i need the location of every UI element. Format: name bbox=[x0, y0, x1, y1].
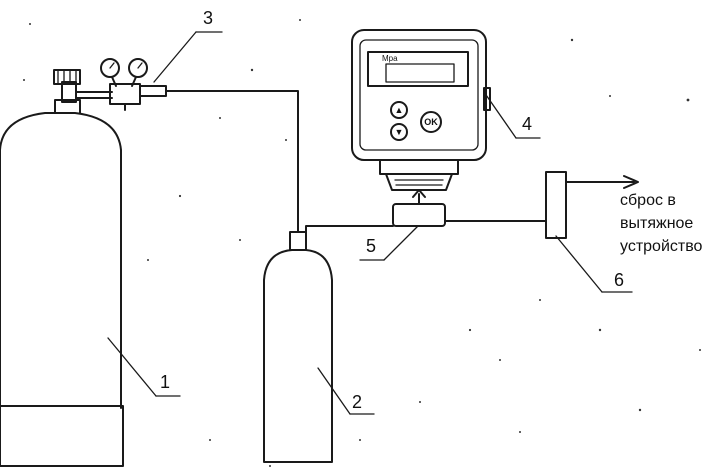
sensor-collar bbox=[379, 159, 459, 175]
label-3: 3 bbox=[203, 8, 213, 28]
label-5: 5 bbox=[366, 236, 376, 256]
display-screen bbox=[385, 63, 455, 83]
ok-button-label: OK bbox=[424, 117, 438, 127]
flow-cell-body bbox=[392, 203, 446, 227]
exhaust-text-line2: вытяжное bbox=[620, 215, 693, 232]
leader-4 bbox=[483, 91, 517, 139]
tube-vessel-to-cell bbox=[305, 225, 394, 241]
reducer-body bbox=[109, 83, 141, 105]
tube-reducer-to-vessel bbox=[165, 90, 299, 233]
leader-5 bbox=[383, 225, 419, 261]
exhaust-column bbox=[545, 171, 639, 239]
up-button bbox=[390, 101, 408, 119]
exhaust-text-line3: устройство bbox=[620, 238, 703, 255]
analyzer-housing bbox=[351, 29, 487, 161]
analyzer-brand: Мра bbox=[382, 54, 398, 63]
leader-2 bbox=[317, 367, 351, 415]
flow-cell bbox=[392, 189, 446, 227]
valve-handwheel bbox=[53, 69, 81, 85]
gas-analyzer: Мра ▲ ▼ OK bbox=[351, 29, 491, 191]
vessel-body bbox=[263, 249, 333, 463]
ok-button bbox=[420, 111, 442, 133]
label-1: 1 bbox=[160, 372, 170, 392]
leader-3 bbox=[153, 31, 197, 83]
exhaust-text-line1: сброс в bbox=[620, 192, 676, 209]
up-button-icon: ▲ bbox=[395, 105, 404, 115]
cylinder-body bbox=[0, 112, 122, 409]
down-button bbox=[390, 123, 408, 141]
vessel-fitting bbox=[289, 231, 307, 251]
sensor-head bbox=[385, 173, 453, 191]
gauge-left-icon bbox=[100, 58, 120, 78]
scan-noise bbox=[23, 19, 701, 467]
pressure-reducer bbox=[75, 58, 167, 111]
leader-6 bbox=[555, 235, 603, 293]
analyzer-display bbox=[367, 51, 469, 87]
cylinder-neck bbox=[54, 99, 81, 114]
label-6: 6 bbox=[614, 270, 624, 290]
side-connector bbox=[483, 87, 491, 111]
cylinder-base bbox=[0, 405, 124, 467]
arrow-right-icon bbox=[623, 175, 639, 189]
large-gas-cylinder bbox=[0, 69, 124, 467]
down-button-icon: ▼ bbox=[395, 127, 404, 137]
leader-1 bbox=[107, 337, 157, 397]
gauge-right-icon bbox=[128, 58, 148, 78]
label-2: 2 bbox=[352, 392, 362, 412]
label-4: 4 bbox=[522, 114, 532, 134]
column-body bbox=[545, 171, 567, 239]
small-vessel bbox=[263, 231, 333, 463]
reducer-outlet bbox=[139, 85, 167, 97]
